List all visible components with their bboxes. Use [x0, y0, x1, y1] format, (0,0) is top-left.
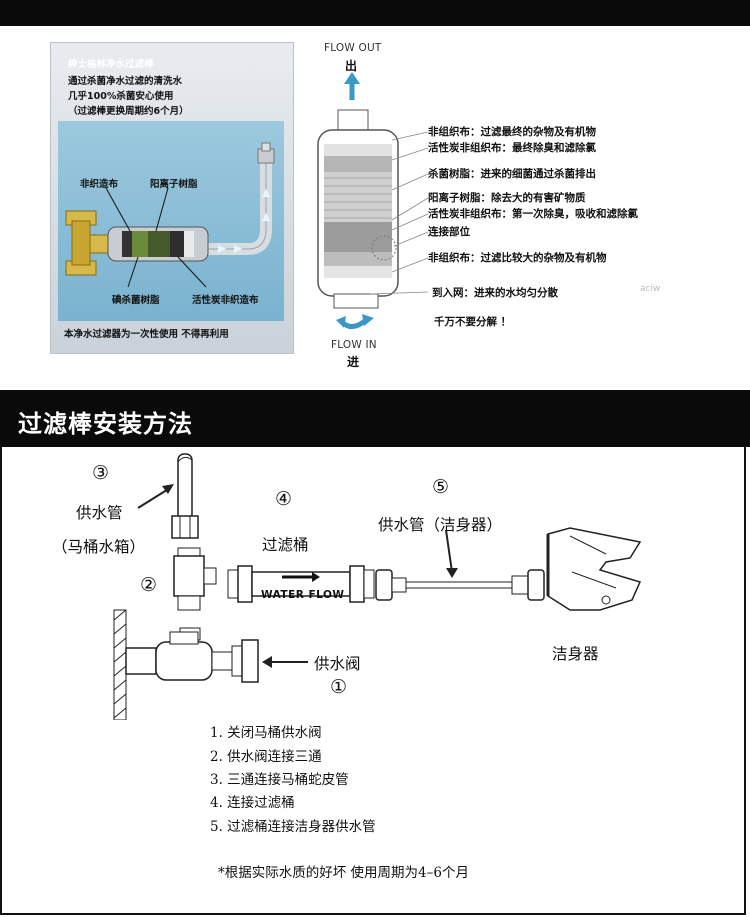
installation-diagram — [113, 453, 642, 720]
layer-label-7: 非组织布：过滤比较大的杂物及有机物 — [428, 252, 607, 264]
layer-label-5: 活性炭非组织布：第一次除臭，吸收和滤除氯 — [428, 208, 638, 220]
flow-out-cn: 出 — [345, 59, 358, 73]
step-1: 1. 关闭马桶供水阀 — [210, 725, 322, 741]
label-filter-bucket: 过滤桶 — [262, 536, 309, 554]
layer-label-3: 杀菌树脂：进来的细菌通过杀菌排出 — [428, 168, 596, 180]
marker-4: ④ — [275, 488, 293, 510]
label-cation-resin: 阳离子树脂 — [150, 179, 198, 190]
marker-1: ① — [330, 676, 348, 698]
section-title-bar — [0, 390, 750, 447]
flow-in-arrow-icon — [340, 318, 368, 329]
panel-title: 绅士格林净水过滤棒 — [68, 59, 154, 70]
section-title: 过滤棒安装方法 — [18, 409, 193, 438]
flow-in-cn: 进 — [347, 355, 360, 369]
panel-desc-line-2: 几乎100%杀菌安心使用 — [68, 91, 174, 102]
step-3: 3. 三通连接马桶蛇皮管 — [210, 772, 349, 788]
marker-5: ⑤ — [432, 476, 450, 498]
layer-label-1: 非组织布：过滤最终的杂物及有机物 — [428, 126, 596, 138]
layer-label-2: 活性炭非组织布：最终除臭和滤除氯 — [428, 142, 596, 154]
filter-cross-section — [317, 72, 429, 329]
label-valve: 供水阀 — [314, 655, 361, 673]
filter-cutaway-illustration — [65, 142, 275, 288]
water-flow-label: WATER FLOW — [261, 589, 345, 601]
label-carbon-nonwoven: 活性炭非织造布 — [192, 295, 259, 306]
panel-desc-line-3: （过滤棒更换周期约6个月） — [68, 106, 189, 117]
label-bidet: 洁身器 — [552, 645, 599, 663]
label-iodine-resin: 碘杀菌树脂 — [112, 295, 160, 306]
label-supply-pipe: 供水管 — [76, 504, 123, 522]
marker-3: ③ — [92, 462, 110, 484]
flow-out-label: FLOW OUT — [324, 42, 382, 54]
panel-footer: 本净水过滤器为一次性使用 不得再利用 — [64, 329, 229, 340]
label-nonwoven: 非织造布 — [80, 179, 119, 190]
panel-desc-line-1: 通过杀菌净水过滤的清洗水 — [68, 76, 183, 87]
layer-label-4: 阳离子树脂：除去大的有害矿物质 — [428, 192, 586, 204]
label-bidet-pipe: 供水管（洁身器） — [378, 516, 503, 534]
flow-in-label: FLOW IN — [331, 339, 377, 351]
step-5: 5. 过滤桶连接洁身器供水管 — [210, 819, 376, 835]
step-2: 2. 供水阀连接三通 — [210, 749, 322, 765]
install-frame — [0, 447, 746, 915]
marker-2: ② — [140, 574, 158, 596]
warning-text: 千万不要分解 ！ — [434, 316, 512, 328]
layer-label-6: 连接部位 — [428, 226, 470, 238]
watermark-text: aciw — [640, 284, 661, 294]
layer-label-8: 到入网：进来的水均匀分散 — [432, 287, 558, 299]
top-black-bar — [0, 0, 750, 26]
label-toilet-tank: （马桶水箱） — [52, 538, 146, 556]
usage-note: *根据实际水质的好坏 使用周期为4–6个月 — [218, 865, 469, 881]
step-4: 4. 连接过滤桶 — [210, 795, 295, 811]
